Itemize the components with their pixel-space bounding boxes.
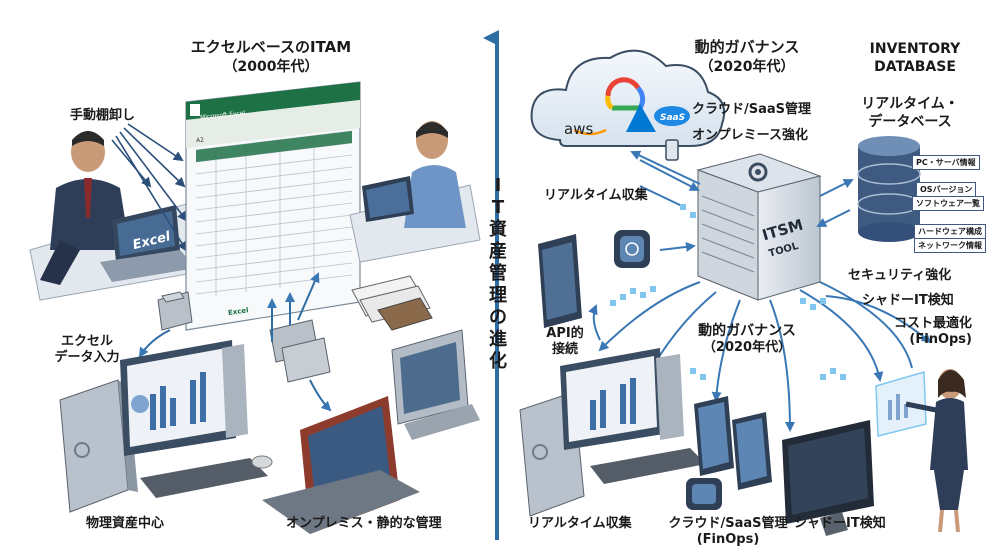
- bottom-cloud-line1: クラウド/SaaS管理: [668, 516, 788, 531]
- db-tag: ソフトウェア一覧: [912, 196, 984, 211]
- vertical-title: I T 資 産 管 理 の 進 化: [484, 175, 512, 373]
- shadow-it-label: シャドーIT検知: [862, 293, 954, 308]
- smartphone-icon: [665, 139, 679, 161]
- right-desktop-computer: [519, 348, 706, 517]
- api-line2: 接続: [551, 342, 578, 358]
- db-tag: ハードウェア構成: [914, 224, 986, 239]
- paper-documents: [351, 275, 433, 331]
- tablet-device: [538, 234, 582, 328]
- bottom-shadow-label: シャドーIT検知: [794, 516, 886, 531]
- presenter-person: [875, 369, 968, 533]
- vertical-title-char: 化: [489, 351, 507, 372]
- bottom-cloud-line2: (FinOps): [696, 532, 760, 548]
- data-flow-particles: [610, 204, 846, 380]
- manual-inventory-arrows: [111, 123, 188, 252]
- folder-icon: [157, 291, 193, 331]
- db-sub-line2: データベース: [868, 113, 952, 130]
- right-title: 動的ガバナンス （2020年代）: [672, 38, 822, 76]
- realtime-collect-label: リアルタイム収集: [544, 188, 648, 203]
- excel-spreadsheet-window: [185, 81, 361, 331]
- excel-entry-line2: データ入力: [54, 350, 120, 366]
- mid-governance-title: 動的ガバナンス （2020年代）: [672, 322, 822, 357]
- smartwatch-icon: [614, 230, 650, 268]
- onprem-laptop: [262, 396, 420, 534]
- excel-entry-label: エクセル データ入力: [32, 334, 142, 367]
- bottom-realtime-label: リアルタイム収集: [528, 516, 632, 531]
- db-tag: PC・サーバ情報: [912, 155, 980, 170]
- inventory-database-title: INVENTORY DATABASE: [850, 40, 980, 76]
- mid-title-line1: 動的ガバナンス: [698, 323, 796, 339]
- db-title-line2: DATABASE: [874, 59, 956, 76]
- vertical-title-char: 産: [489, 241, 507, 262]
- bottom-cloud-label: クラウド/SaaS管理 (FinOps): [664, 516, 792, 549]
- left-desk-manager: [29, 131, 211, 301]
- vertical-title-char: I: [494, 175, 502, 196]
- inventory-database-icon: [857, 136, 921, 242]
- folder-stack-icon: [269, 319, 331, 383]
- left-flow-arrows: [138, 272, 332, 412]
- itsm-server: [696, 153, 822, 301]
- realtime-database-label: リアルタイム・ データベース: [840, 96, 980, 131]
- vertical-title-char: 資: [489, 219, 507, 240]
- api-connection-label: API的 接続: [530, 326, 600, 359]
- api-line1: API的: [546, 326, 584, 341]
- vertical-title-char: 進: [489, 329, 507, 350]
- shadow-it-monitor: [782, 420, 874, 536]
- right-title-line1: 動的ガバナンス: [694, 38, 800, 56]
- cost-opt-line2: (FinOps): [909, 332, 972, 348]
- cloud-saas-mgmt-label: クラウド/SaaS管理: [692, 102, 812, 117]
- cloud-platform-icon: [530, 49, 726, 147]
- vertical-title-char: 理: [489, 285, 507, 306]
- excel-logo-icon: [190, 104, 200, 116]
- saas-badge: [654, 106, 690, 126]
- governance-flow-arrows: [588, 150, 932, 432]
- desktop-computer: [59, 340, 273, 513]
- cost-optimization-label: コスト最適化 (FinOps): [860, 316, 972, 349]
- physical-assets-label: 物理資産中心: [86, 516, 165, 531]
- db-tag: ネットワーク情報: [914, 238, 986, 253]
- vertical-title-char: 管: [489, 263, 507, 284]
- aws-smile-icon: [573, 128, 607, 136]
- security-label: セキュリティ強化: [848, 268, 952, 283]
- mobile-devices: [686, 396, 772, 510]
- db-sub-line1: リアルタイム・: [861, 96, 959, 112]
- db-tag: OSバージョン: [916, 182, 977, 197]
- left-desk-worker: [349, 121, 481, 263]
- vertical-title-char: T: [491, 197, 505, 218]
- excel-entry-line1: エクセル: [60, 334, 113, 349]
- onprem-enhance-label: オンプレミース強化: [692, 128, 808, 143]
- left-title: エクセルベースのITAM （2000年代）: [156, 38, 386, 76]
- vertical-title-char: の: [489, 307, 507, 328]
- cost-opt-line1: コスト最適化: [893, 316, 972, 331]
- crt-monitor: [391, 329, 480, 440]
- mid-title-line2: （2020年代）: [702, 340, 792, 356]
- left-title-line2: （2000年代）: [223, 58, 319, 75]
- right-title-line2: （2020年代）: [699, 58, 795, 75]
- left-title-line1: エクセルベースのITAM: [190, 38, 352, 56]
- gear-icon: [748, 162, 768, 182]
- azure-logo: [626, 104, 656, 132]
- static-onprem-label: オンプレミス・静的な管理: [286, 516, 442, 531]
- manual-inventory-label: 手動棚卸し: [70, 108, 136, 123]
- db-title-line1: INVENTORY: [869, 41, 961, 57]
